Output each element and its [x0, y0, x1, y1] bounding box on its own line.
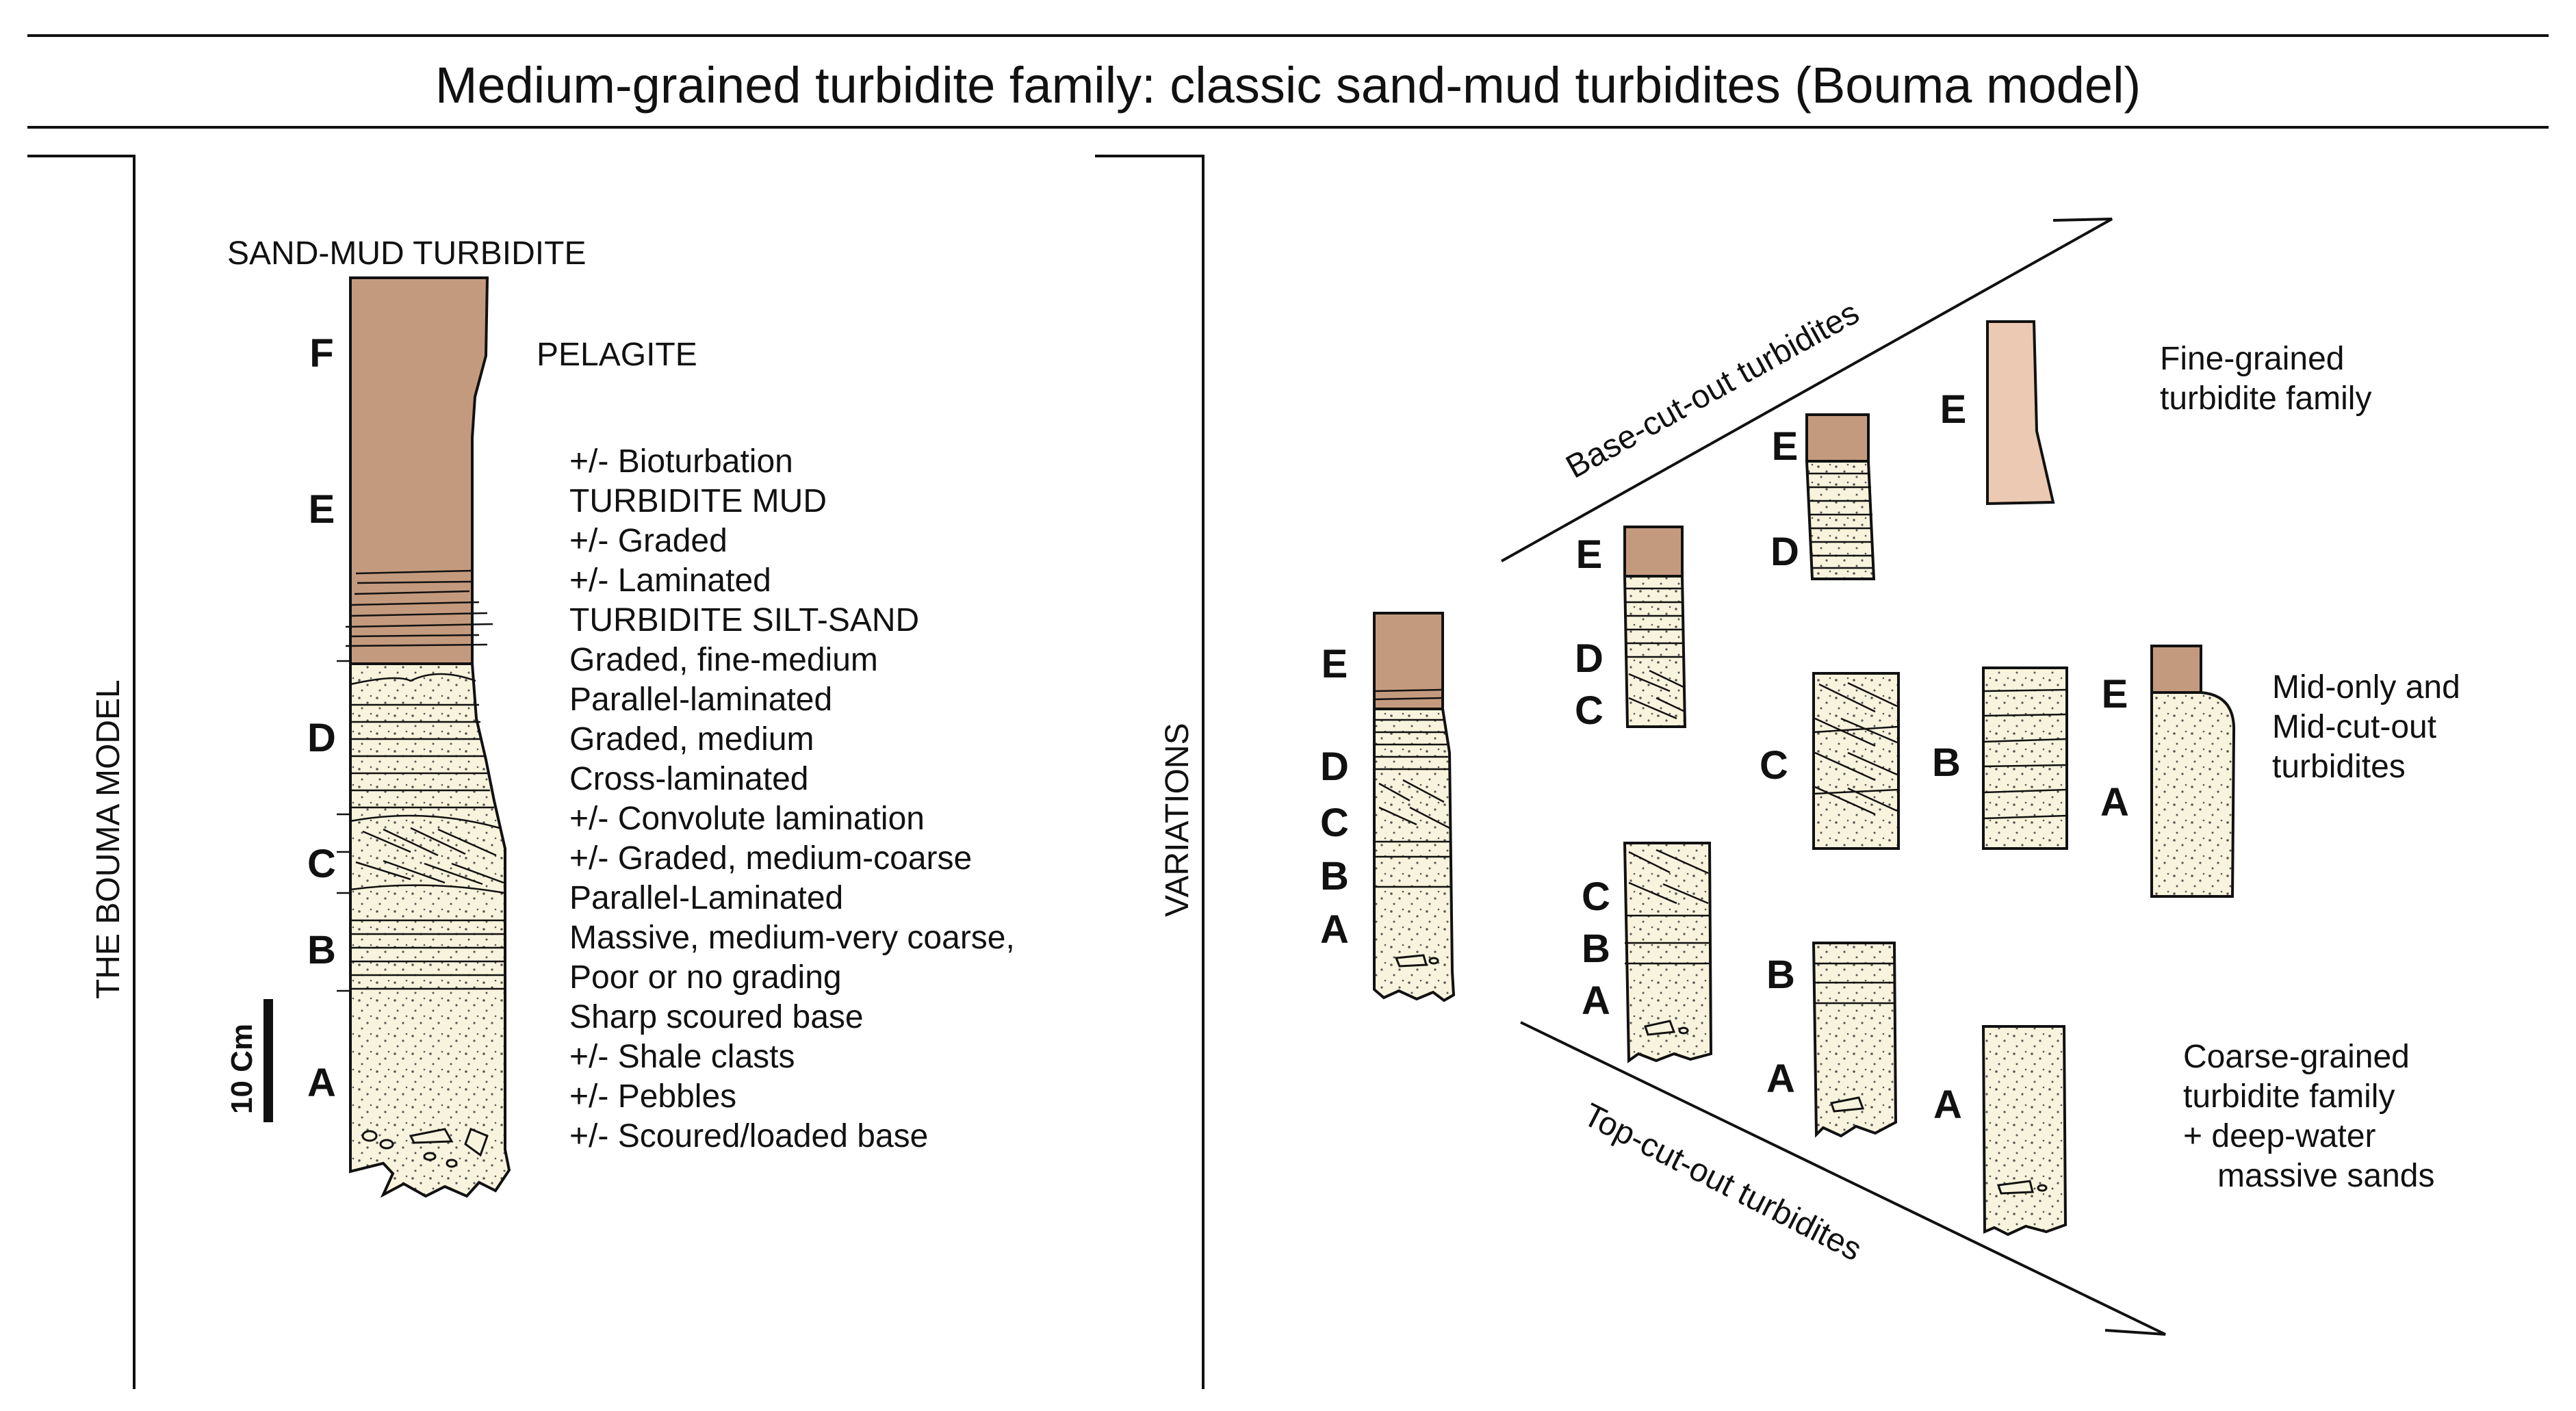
parallel-laminae-b [350, 919, 505, 990]
mid-column-b [1982, 666, 2068, 850]
fine-family-line-2: turbidite family [2160, 380, 2371, 417]
desc-line: +/- Shale clasts [569, 1039, 795, 1075]
desc-line: Parallel-Laminated [569, 880, 843, 916]
mid-letter-e: E [2102, 672, 2128, 716]
central-letter-b: B [1320, 854, 1349, 898]
coarse-family-line-1: Coarse-grained [2183, 1039, 2410, 1075]
desc-line: +/- Bioturbation [569, 443, 793, 480]
top-cut-out-arrow [1520, 1021, 2166, 1336]
tc2-letter-b: B [1766, 953, 1795, 997]
desc-line: +/- Scoured/loaded base [569, 1118, 928, 1154]
fine-grained-column [1986, 320, 2055, 506]
desc-line: +/- Graded [569, 523, 727, 559]
desc-line: Massive, medium-very coarse, [569, 920, 1015, 956]
bc2-letter-d: D [1770, 530, 1799, 574]
unit-letter-e: E [309, 487, 335, 532]
bc1-letter-c: C [1575, 688, 1603, 733]
coarse-family-line-3: + deep-water [2183, 1118, 2376, 1154]
column-title: SAND-MUD TURBIDITE [227, 235, 586, 272]
tc1-letter-c: C [1582, 875, 1610, 919]
right-panel-bracket [1095, 155, 1205, 1389]
fine-family-line-1: Fine-grained [2160, 341, 2344, 377]
parallel-laminae-d [350, 673, 494, 809]
description-list: +/- Bioturbation TURBIDITE MUD +/- Grade… [569, 443, 1015, 1154]
unit-letter-f: F [309, 331, 333, 376]
coarse-family-line-4: massive sands [2217, 1158, 2434, 1194]
coarse-family-line-2: turbidite family [2183, 1078, 2395, 1115]
top-cut-column-ba [1812, 942, 1898, 1138]
tc1-letter-b: B [1582, 927, 1610, 971]
mid-letter-c: C [1760, 743, 1788, 788]
desc-line: Graded, medium [569, 721, 814, 758]
variations-side-label: VARIATIONS [1159, 723, 1196, 917]
fine-letter-e: E [1940, 387, 1967, 432]
unit-letter-b: B [307, 928, 336, 972]
mid-letter-a: A [2100, 780, 2129, 825]
figure-title: Medium-grained turbidite family: classic… [435, 57, 2141, 114]
mid-letter-b: B [1932, 740, 1961, 785]
bouma-column [345, 276, 511, 1198]
top-cut-column-a [1981, 1025, 2068, 1237]
bc1-letter-e: E [1576, 532, 1603, 577]
mid-only-line-2: Mid-cut-out [2272, 709, 2436, 745]
unit-boundary-ticks [337, 660, 350, 992]
tc3-letter-a: A [1933, 1083, 1962, 1127]
pebble-clasts-a [361, 1128, 489, 1168]
base-cut-column-ed [1805, 413, 1876, 580]
mid-column-ea [2150, 645, 2236, 898]
mid-only-line-1: Mid-only and [2272, 669, 2460, 706]
unit-letter-a: A [307, 1061, 336, 1105]
bc1-letter-d: D [1575, 636, 1603, 681]
sand-interval-da [349, 662, 511, 1198]
desc-line: Cross-laminated [569, 761, 808, 797]
full-bouma-column [1373, 612, 1456, 1002]
pelagite-label: PELAGITE [537, 337, 697, 373]
desc-line: Poor or no grading [569, 959, 842, 996]
desc-line: +/- Graded, medium-coarse [569, 840, 972, 877]
unit-letter-d: D [307, 716, 336, 760]
cross-laminae-c [350, 814, 506, 894]
desc-line: +/- Pebbles [569, 1078, 736, 1115]
base-cut-out-arrow [1501, 218, 2113, 562]
desc-line: Parallel-laminated [569, 682, 832, 718]
unit-letter-c: C [307, 842, 336, 886]
left-panel-bracket [27, 155, 136, 1389]
mid-column-c [1812, 672, 1900, 850]
central-letter-e: E [1322, 642, 1348, 686]
bouma-model-side-label: THE BOUMA MODEL [90, 679, 127, 999]
central-letter-c: C [1320, 801, 1349, 845]
desc-line: Graded, fine-medium [569, 642, 878, 678]
central-letter-d: D [1320, 745, 1349, 789]
tc2-letter-a: A [1766, 1057, 1795, 1101]
desc-line: TURBIDITE SILT-SAND [569, 602, 919, 638]
base-cut-column-edc [1623, 526, 1687, 728]
top-cut-column-cba [1623, 842, 1713, 1063]
desc-line: +/- Convolute lamination [569, 801, 925, 837]
tc1-letter-a: A [1582, 979, 1610, 1023]
mud-interval-fe [349, 276, 489, 665]
central-letter-a: A [1320, 907, 1349, 952]
desc-line: TURBIDITE MUD [569, 483, 827, 519]
bc2-letter-e: E [1772, 424, 1799, 469]
desc-line: Sharp scoured base [569, 999, 864, 1035]
mid-only-line-3: turbidites [2272, 749, 2406, 785]
silt-laminae-e [345, 569, 493, 647]
scale-label: 10 Cm [225, 1024, 259, 1114]
desc-line: +/- Laminated [569, 562, 771, 599]
